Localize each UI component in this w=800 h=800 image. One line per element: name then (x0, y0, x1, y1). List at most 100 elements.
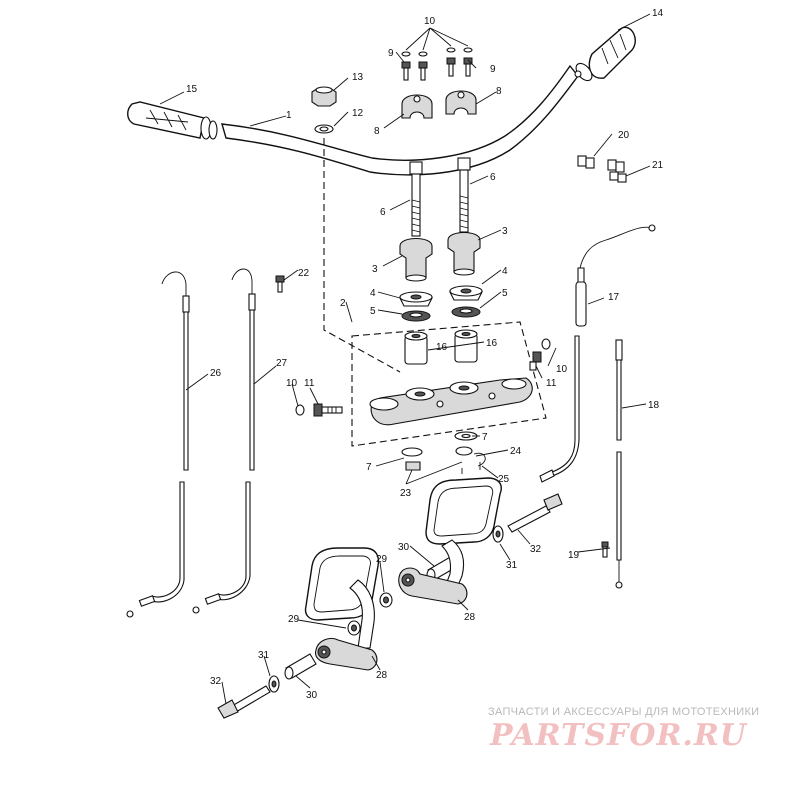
label-30-lower: 30 (306, 690, 318, 701)
label-23: 23 (400, 488, 412, 499)
label-32-upper: 32 (530, 544, 542, 555)
label-16-left: 16 (436, 342, 448, 353)
side-washer-right (541, 338, 551, 350)
label-14: 14 (652, 8, 664, 19)
pivot-bolt-upper (507, 493, 563, 533)
right-grip (574, 26, 636, 82)
label-17: 17 (608, 292, 620, 303)
bushing-right (454, 329, 478, 363)
lower-washer-right (454, 431, 478, 441)
side-bolt-left (313, 403, 343, 417)
label-8-left: 8 (374, 126, 380, 137)
cup-washer-left (399, 291, 433, 307)
part-numbers: 1 2 3 3 4 4 5 5 6 6 7 7 8 8 9 9 10 10 10… (186, 8, 664, 701)
triple-clamp (369, 377, 533, 426)
side-washer-left (295, 404, 305, 416)
lower-nut-left (405, 461, 421, 471)
throttle-cable-27 (192, 268, 256, 614)
label-19: 19 (568, 550, 580, 561)
label-7-right: 7 (482, 432, 488, 443)
mirror-lower (304, 547, 380, 671)
label-31-lower: 31 (258, 650, 270, 661)
label-10-right: 10 (556, 364, 568, 375)
handlebar (221, 64, 579, 176)
label-18: 18 (648, 400, 660, 411)
label-13: 13 (352, 72, 364, 83)
label-26: 26 (210, 368, 222, 379)
label-29-upper: 29 (376, 554, 388, 565)
throttle-cable-26 (126, 271, 190, 618)
label-8-right: 8 (496, 86, 502, 97)
bushing-left (404, 331, 428, 365)
mirror-upper (398, 477, 502, 605)
cable-clip-small (609, 171, 627, 183)
clamp-bolts (401, 47, 473, 81)
label-10-top: 10 (424, 16, 436, 27)
label-2: 2 (340, 298, 346, 309)
label-4-right: 4 (502, 266, 508, 277)
label-10-left: 10 (286, 378, 298, 389)
cable-clips (577, 155, 625, 173)
label-25: 25 (498, 474, 510, 485)
label-24: 24 (510, 446, 522, 457)
lower-nut-right (455, 446, 473, 456)
label-32-lower: 32 (210, 676, 222, 687)
lower-washer-left (401, 447, 423, 457)
label-6-right: 6 (490, 172, 496, 183)
cup-washer-right (449, 285, 483, 301)
side-bolt-right (529, 351, 542, 371)
label-28-lower: 28 (376, 670, 388, 681)
bushing-upper (379, 592, 393, 608)
label-9-right: 9 (490, 64, 496, 75)
label-5-left: 5 (370, 306, 376, 317)
label-6-left: 6 (380, 207, 386, 218)
upper-clamp-right (445, 90, 477, 115)
label-11-right: 11 (546, 378, 557, 389)
label-21: 21 (652, 160, 664, 171)
washer-upper (492, 525, 504, 543)
riser-right (447, 231, 481, 276)
label-12: 12 (352, 108, 364, 119)
label-22: 22 (298, 268, 310, 279)
label-31-upper: 31 (506, 560, 518, 571)
steering-axis-line (323, 138, 401, 373)
label-7-left: 7 (366, 462, 372, 473)
label-20: 20 (618, 130, 630, 141)
speedometer-cable (615, 339, 623, 589)
small-bolt (275, 275, 285, 293)
pin-lower (284, 653, 317, 680)
riser-bolt-left (409, 161, 423, 237)
label-16-right: 16 (486, 338, 498, 349)
label-15: 15 (186, 84, 198, 95)
label-28-upper: 28 (464, 612, 476, 623)
triple-clamp-box (351, 321, 547, 447)
watermark-tagline: ЗАПЧАСТИ И АКСЕССУАРЫ ДЛЯ МОТОТЕХНИКИ (488, 706, 760, 718)
label-1: 1 (286, 110, 292, 121)
label-30-upper: 30 (398, 542, 410, 553)
label-29-lower: 29 (288, 614, 300, 625)
watermark-logo: PARTSFOR.RU (490, 718, 747, 753)
riser-bolt-right (457, 157, 471, 233)
leader-lines (159, 13, 651, 705)
label-9-left: 9 (388, 48, 394, 59)
label-3-left: 3 (372, 264, 378, 275)
clutch-cable (539, 224, 656, 483)
upper-clamp-left (401, 94, 433, 119)
cotter-pins (461, 452, 486, 474)
bushing-lower (347, 620, 361, 636)
top-washer (314, 124, 334, 134)
washer-lower (268, 675, 280, 693)
label-27: 27 (276, 358, 288, 369)
label-3-right: 3 (502, 226, 508, 237)
rubber-washer-right (451, 306, 481, 318)
label-4-left: 4 (370, 288, 376, 299)
small-screw (601, 541, 609, 558)
label-11-left: 11 (304, 378, 315, 389)
left-grip (127, 101, 218, 140)
label-5-right: 5 (502, 288, 508, 299)
top-nut (311, 86, 337, 107)
rubber-washer-left (401, 310, 431, 322)
riser-left (399, 237, 433, 282)
pivot-bolt-lower (217, 685, 271, 719)
